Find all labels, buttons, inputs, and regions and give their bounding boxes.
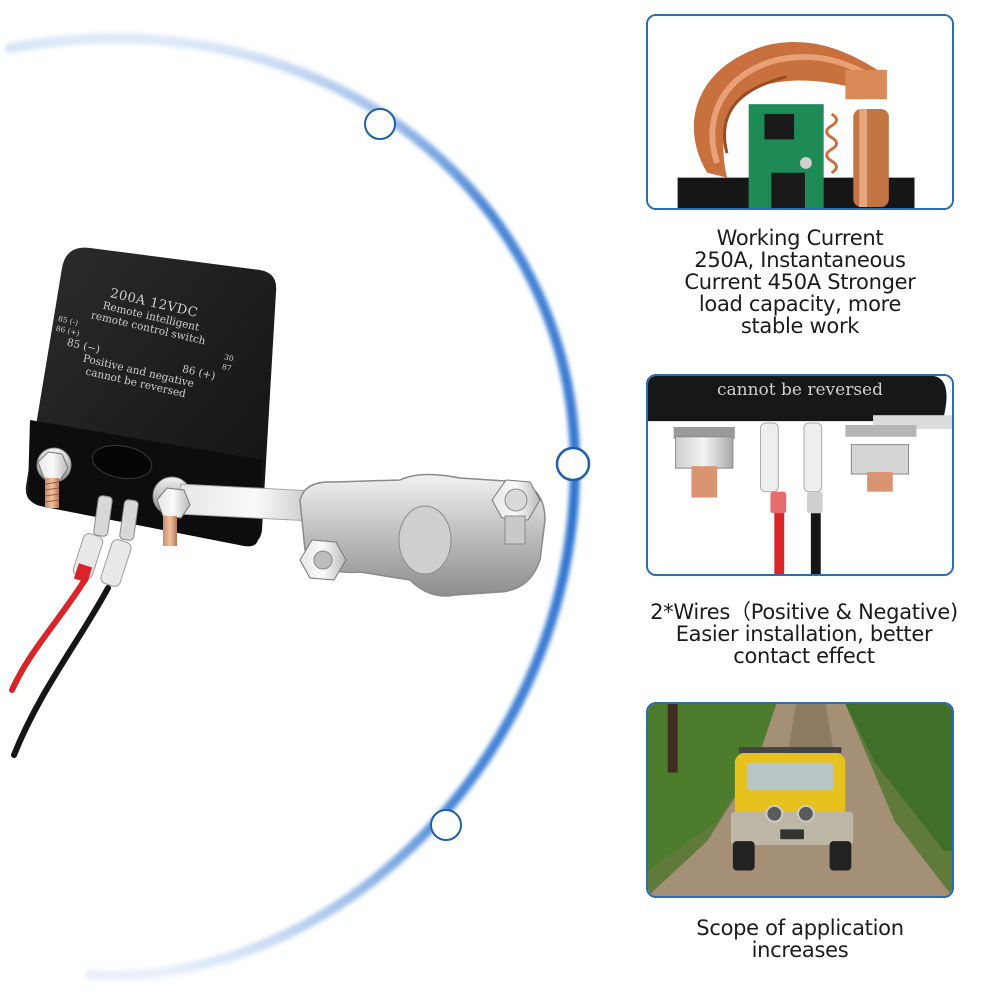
caption-line: 250A, Instantaneous: [694, 248, 906, 272]
caption-line: stable work: [740, 314, 860, 338]
feature-caption-current: Working Current 250A, Instantaneous Curr…: [640, 227, 960, 337]
arc-node-bottom: [430, 809, 462, 841]
caption-line: Current 450A Stronger: [684, 270, 916, 294]
arc-node-middle: [555, 446, 591, 482]
caption-line: contact effect: [733, 644, 875, 668]
terminal-right: [152, 476, 332, 546]
feature-image-application: [646, 702, 954, 898]
feature-image-terminals: cannot be reversed: [646, 374, 954, 576]
caption-line: Scope of application: [696, 916, 904, 940]
caption-line: load capacity, more: [698, 292, 902, 316]
feature-caption-wires: 2*Wires（Positive & Negative) Easier inst…: [608, 601, 1000, 667]
battery-clamp: [299, 473, 546, 597]
arc-node-top: [364, 108, 396, 140]
wire-connectors: [72, 495, 139, 587]
caption-line: increases: [751, 938, 849, 962]
relay-product-image: [9, 247, 546, 758]
caption-line: 2*Wires（Positive & Negative): [650, 600, 958, 624]
terminal-panel-printed-text: cannot be reversed: [716, 380, 883, 400]
terminal-left: [36, 447, 72, 508]
caption-line: Working Current: [716, 226, 884, 250]
feature-caption-application: Scope of application increases: [640, 917, 960, 961]
feature-image-internals: [646, 14, 954, 210]
caption-line: Easier installation, better: [675, 622, 933, 646]
